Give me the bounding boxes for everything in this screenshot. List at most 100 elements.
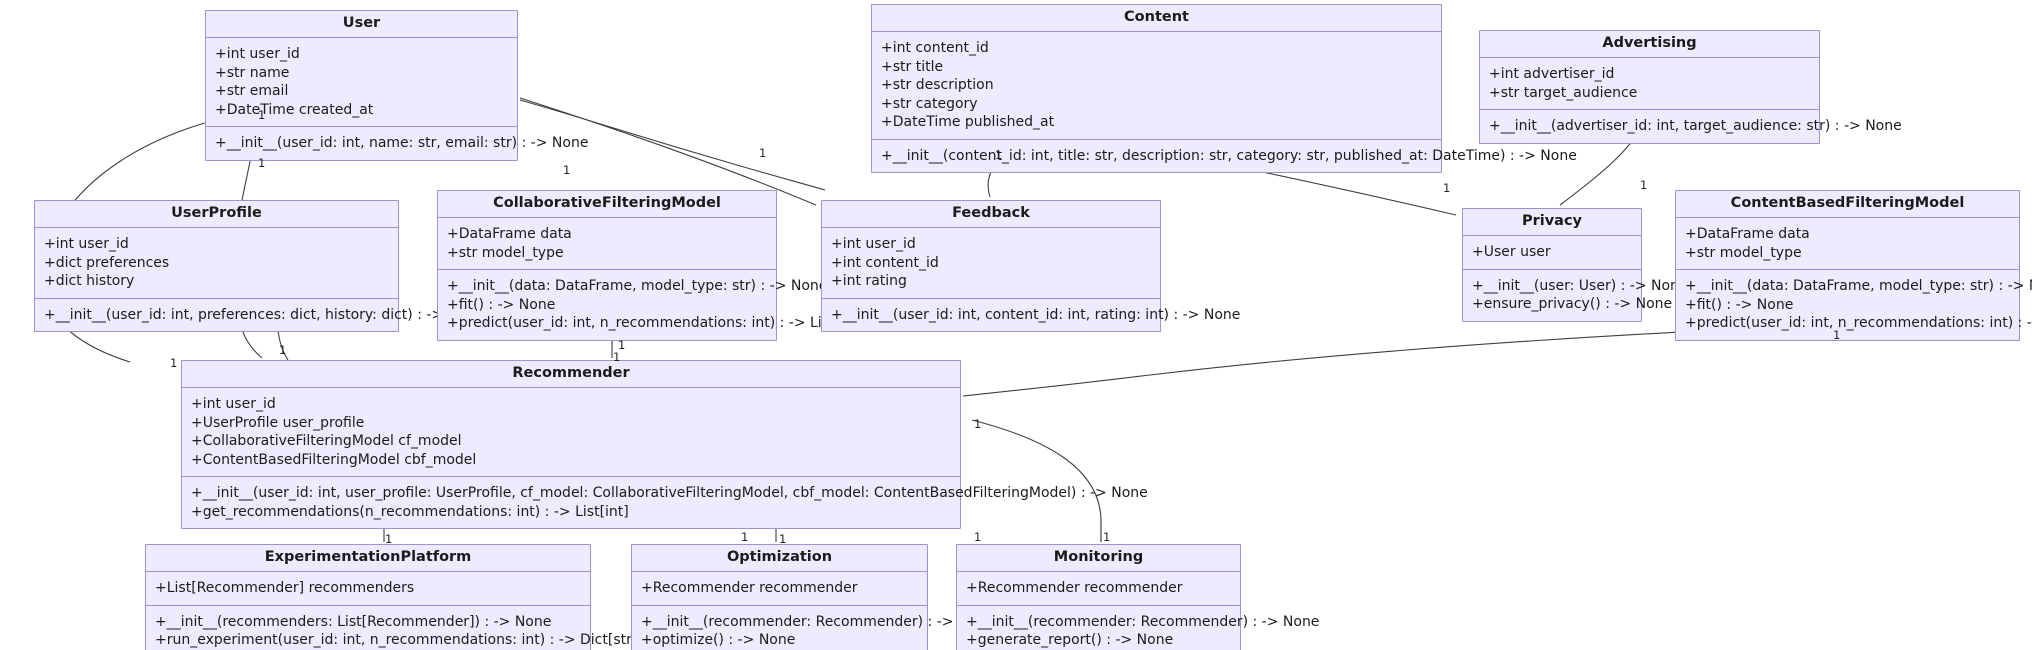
attribute-row: +str description xyxy=(881,77,994,93)
attribute-row: +dict history xyxy=(44,273,135,289)
class-title-cbfmodel: ContentBasedFilteringModel xyxy=(1676,191,2019,218)
attribute-row: +str category xyxy=(881,95,978,112)
class-title-feedback: Feedback xyxy=(822,201,1160,228)
multiplicity-label: 1 xyxy=(618,338,626,352)
uml-class-userprofile[interactable]: UserProfile+int user_id+dict preferences… xyxy=(34,200,485,332)
class-attributes-monitoring: +Recommender recommender xyxy=(957,572,1240,606)
attribute-row: +str target_audience xyxy=(1489,84,1638,101)
multiplicity-label: 1 xyxy=(279,343,287,357)
attribute-row: +int content_id xyxy=(831,254,939,271)
method-row: +__init__(user_id: int, content_id: int,… xyxy=(831,306,1241,323)
uml-class-content[interactable]: Content+int content_id+str title+str des… xyxy=(871,4,1577,173)
multiplicity-label: 1 xyxy=(779,532,787,546)
attribute-row: +dict preferences xyxy=(44,254,170,271)
attribute-row: +Recommender recommender xyxy=(641,580,858,596)
method-row: +__init__(user_id: int, name: str, email… xyxy=(215,135,589,151)
multiplicity-label: 1 xyxy=(1833,328,1841,342)
method-row: +predict(user_id: int, n_recommendations… xyxy=(447,315,864,331)
class-attributes-privacy: +User user xyxy=(1463,236,1641,270)
class-title-monitoring: Monitoring xyxy=(957,545,1240,572)
attribute-row: +int user_id xyxy=(215,46,300,62)
attribute-row: +int user_id xyxy=(831,236,916,252)
uml-class-cbfmodel[interactable]: ContentBasedFilteringModel+DataFrame dat… xyxy=(1675,190,2032,341)
multiplicity-label: 1 xyxy=(258,156,266,170)
attribute-row: +str title xyxy=(881,58,944,75)
multiplicity-label: 1 xyxy=(1443,181,1451,195)
multiplicity-label: 1 xyxy=(385,532,393,546)
class-attributes-content: +int content_id+str title+str descriptio… xyxy=(872,32,1441,140)
class-methods-cbfmodel: +__init__(data: DataFrame, model_type: s… xyxy=(1676,270,2032,340)
method-row: +__init__(recommender: Recommender) : ->… xyxy=(966,613,1320,630)
method-row: +__init__(user_id: int, preferences: dic… xyxy=(44,306,485,323)
class-methods-recommender: +__init__(user_id: int, user_profile: Us… xyxy=(182,477,1148,528)
attribute-row: +Recommender recommender xyxy=(966,580,1183,596)
multiplicity-label: 1 xyxy=(170,356,178,370)
class-attributes-cfmodel: +DataFrame data+str model_type xyxy=(438,218,776,270)
method-row: +ensure_privacy() : -> None xyxy=(1472,296,1673,312)
class-attributes-userprofile: +int user_id+dict preferences+dict histo… xyxy=(35,228,398,299)
multiplicity-label: 1 xyxy=(974,417,982,431)
method-row: +__init__(content_id: int, title: str, d… xyxy=(881,147,1577,164)
attribute-row: +DateTime published_at xyxy=(881,114,1055,130)
class-attributes-feedback: +int user_id +int content_id +int rating xyxy=(822,228,1160,299)
attribute-row: +int user_id xyxy=(191,396,276,412)
class-methods-userprofile: +__init__(user_id: int, preferences: dic… xyxy=(35,299,485,332)
class-methods-optimization: +__init__(recommender: Recommender) : ->… xyxy=(632,606,995,650)
multiplicity-label: 1 xyxy=(258,108,266,122)
class-attributes-optimization: +Recommender recommender xyxy=(632,572,927,606)
class-methods-monitoring: +__init__(recommender: Recommender) : ->… xyxy=(957,606,1320,650)
class-methods-content: +__init__(content_id: int, title: str, d… xyxy=(872,140,1577,173)
uml-class-monitoring[interactable]: Monitoring +Recommender recommender +__ini… xyxy=(956,544,1320,650)
class-attributes-advertising: +int advertiser_id +str target_audience xyxy=(1480,58,1819,110)
uml-class-feedback[interactable]: Feedback+int user_id+int content_id+int … xyxy=(821,200,1241,332)
class-title-recommender: Recommender xyxy=(182,361,960,388)
attribute-row: +str model_type xyxy=(447,244,564,261)
multiplicity-label: 1 xyxy=(1103,530,1111,544)
method-row: +fit() : -> None xyxy=(1685,296,1794,313)
uml-class-cfmodel[interactable]: CollaborativeFilteringModel+DataFrame da… xyxy=(437,190,864,341)
method-row: +run_experiment(user_id: int, n_recommen… xyxy=(155,632,700,648)
class-title-user: User xyxy=(206,11,517,38)
multiplicity-label: 1 xyxy=(741,530,749,544)
attribute-row: +int rating xyxy=(831,273,907,289)
method-row: +generate_report() : -> None xyxy=(966,632,1174,648)
uml-class-optimization[interactable]: Optimization +Recommender recommender +__i… xyxy=(631,544,995,650)
attribute-row: +DataFrame data xyxy=(1685,226,1810,242)
method-row: +__init__(user: User) : -> None xyxy=(1472,277,1688,294)
uml-class-user[interactable]: User +int user_id +str name +str email +Date… xyxy=(205,10,589,161)
multiplicity-label: 1 xyxy=(563,163,571,177)
uml-class-advertising[interactable]: Advertising+int advertiser_id+str target… xyxy=(1479,30,1902,144)
uml-class-privacy[interactable]: Privacy +User user +__init__(user: User) :… xyxy=(1462,208,1688,322)
class-title-userprofile: UserProfile xyxy=(35,201,398,228)
class-title-content: Content xyxy=(872,5,1441,32)
attribute-row: +User user xyxy=(1472,244,1551,260)
multiplicity-label: 1 xyxy=(759,146,767,160)
class-attributes-experimentation: +List[Recommender] recommenders xyxy=(146,572,590,606)
class-methods-advertising: +__init__(advertiser_id: int, target_aud… xyxy=(1480,110,1902,143)
attribute-row: +List[Recommender] recommenders xyxy=(155,580,415,596)
uml-class-recommender[interactable]: Recommender+int user_id+UserProfile user… xyxy=(181,360,1148,529)
method-row: +__init__(user_id: int, user_profile: Us… xyxy=(191,485,1148,501)
class-title-cfmodel: CollaborativeFilteringModel xyxy=(438,191,776,218)
attribute-row: +str name xyxy=(215,64,290,81)
class-methods-experimentation: +__init__(recommenders: List[Recommender… xyxy=(146,606,700,650)
attribute-row: +int advertiser_id xyxy=(1489,66,1615,82)
class-methods-feedback: +__init__(user_id: int, content_id: int,… xyxy=(822,299,1241,332)
class-methods-cfmodel: +__init__(data: DataFrame, model_type: s… xyxy=(438,270,864,340)
method-row: +fit() : -> None xyxy=(447,296,556,313)
class-title-optimization: Optimization xyxy=(632,545,927,572)
class-attributes-cbfmodel: +DataFrame data+str model_type xyxy=(1676,218,2019,270)
class-attributes-user: +int user_id +str name +str email +DateTime… xyxy=(206,38,517,127)
class-title-privacy: Privacy xyxy=(1463,209,1641,236)
class-title-experimentation: ExperimentationPlatform xyxy=(146,545,590,572)
class-methods-user: +__init__(user_id: int, name: str, email… xyxy=(206,127,589,160)
method-row: +__init__(recommender: Recommender) : ->… xyxy=(641,613,995,630)
uml-class-experimentation[interactable]: ExperimentationPlatform +List[Recommender… xyxy=(145,544,700,650)
multiplicity-label: 1 xyxy=(1640,178,1648,192)
multiplicity-label: 1 xyxy=(974,530,982,544)
attribute-row: +DateTime created_at xyxy=(215,101,374,118)
attribute-row: +ContentBasedFilteringModel cbf_model xyxy=(191,451,477,468)
attribute-row: +str email xyxy=(215,83,289,99)
edge-recommender-monitoring xyxy=(971,419,1102,542)
